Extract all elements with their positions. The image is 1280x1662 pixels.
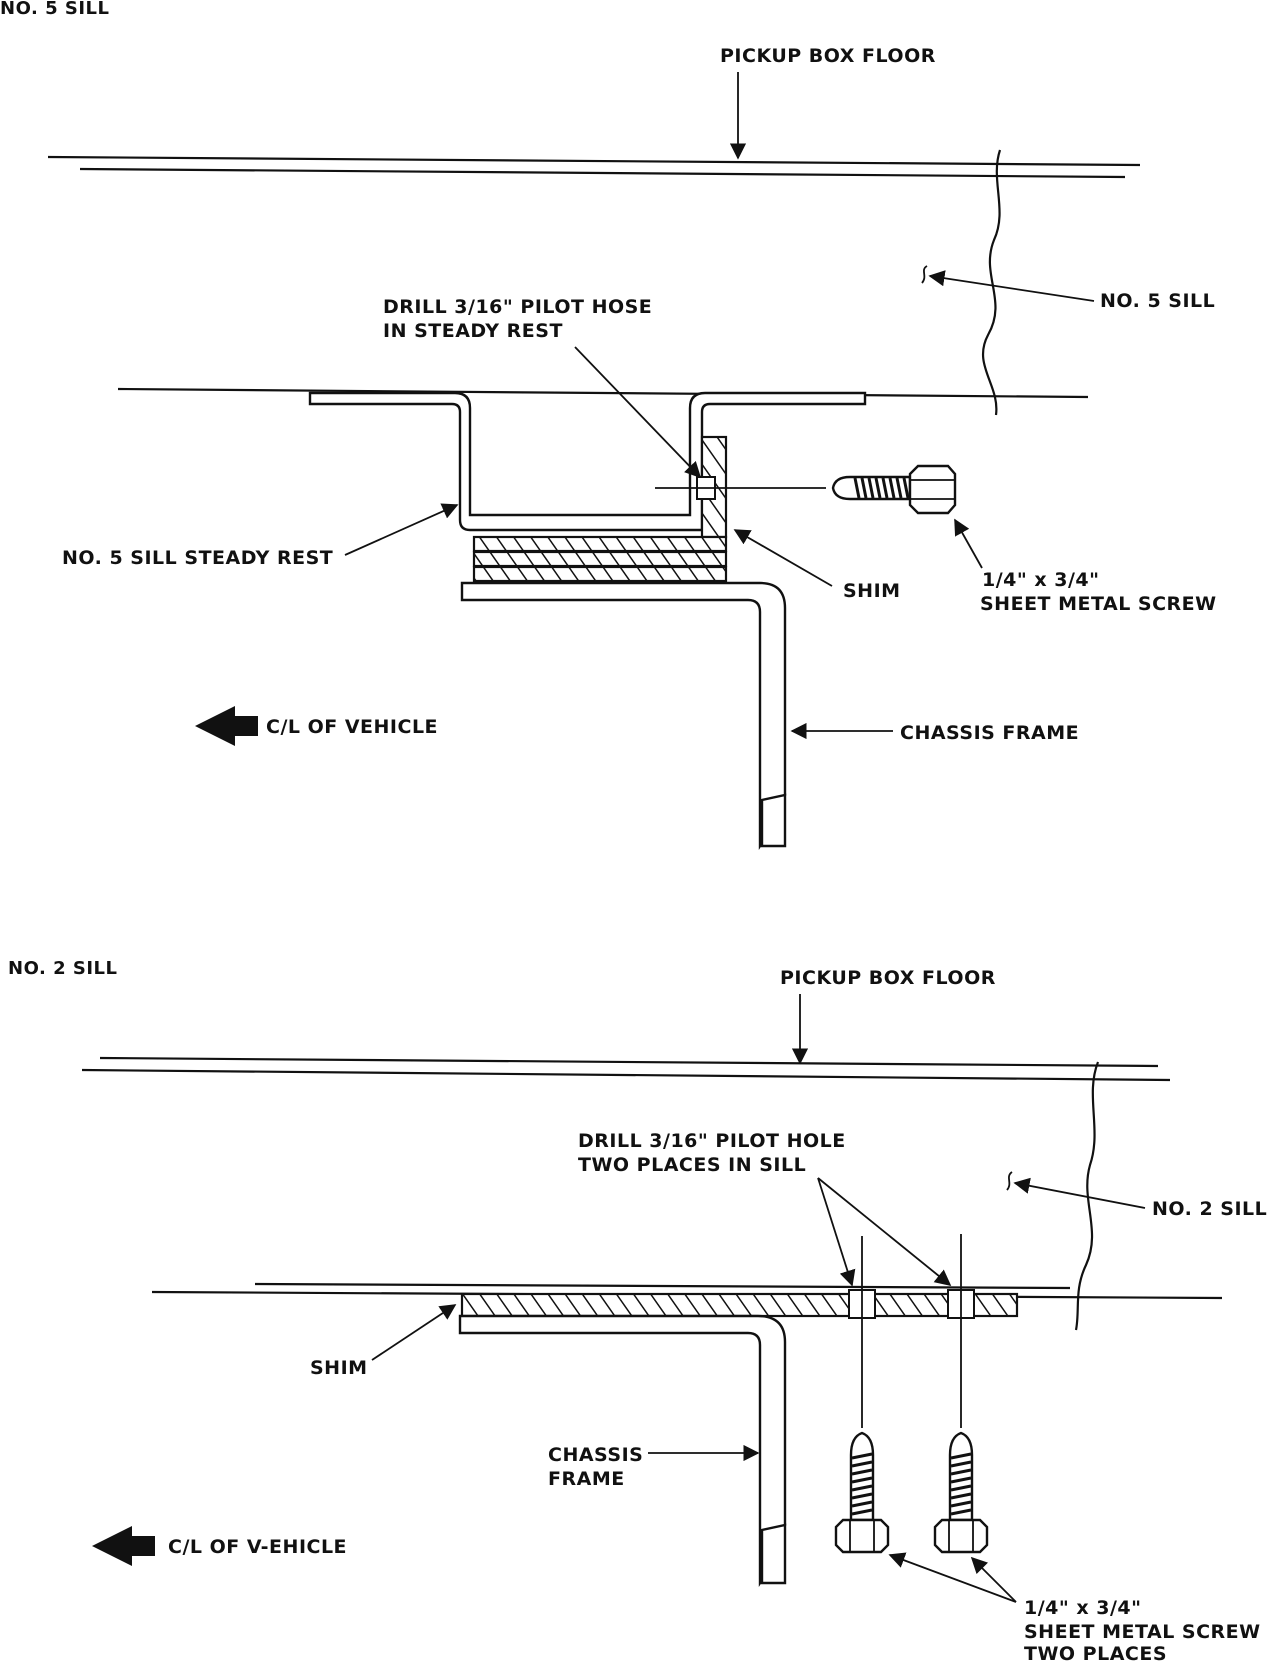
pickup-box-floor-top (47, 155, 1141, 179)
sill-break-line-bottom (1074, 1061, 1100, 1331)
leader-shim-bottom (371, 1304, 457, 1361)
sheet-metal-screw-top (831, 464, 957, 515)
chassis-frame-break-bottom (760, 1523, 787, 1585)
chassis-frame-break-top (760, 793, 787, 848)
shim-layer-2 (472, 550, 728, 568)
sill-bottom-line-top (117, 387, 1089, 399)
label-shim-bottom: SHIM (310, 1357, 368, 1379)
chassis-frame-top (460, 581, 787, 850)
centerline-arrow-icon-top (195, 706, 258, 746)
shim-layer-3 (472, 565, 728, 583)
label-chassis-bottom-1: CHASSIS (548, 1444, 643, 1466)
label-pickup-box-floor-top: PICKUP BOX FLOOR (720, 45, 936, 67)
sheet-metal-screw-bottom-1 (834, 1431, 890, 1554)
sill-bottom-line-bottom (254, 1282, 1071, 1290)
label-screw-bottom-3: TWO PLACES (1024, 1643, 1167, 1662)
sill-break-line-top (981, 149, 1002, 416)
leader-screw-top (954, 518, 983, 569)
shim-layer-1 (472, 535, 728, 553)
label-centerline-bottom: C/L OF V-EHICLE (168, 1536, 347, 1558)
sill-tick-mark-bottom (1006, 1171, 1013, 1191)
pickup-box-floor-bottom (81, 1056, 1171, 1082)
leader-no2-sill (1013, 1177, 1146, 1209)
label-screw-bottom-1: 1/4" x 3/4" (1024, 1597, 1142, 1619)
label-chassis-bottom-2: FRAME (548, 1468, 625, 1490)
diagram-no5-sill: NO. 5 SILL PICKUP BOX FLOOR NO. 5 SILL (0, 0, 1217, 850)
label-steady-rest: NO. 5 SILL STEADY REST (62, 547, 333, 569)
label-chassis-frame-top: CHASSIS FRAME (900, 722, 1079, 744)
diagram-no2-sill: NO. 2 SILL PICKUP BOX FLOOR (8, 958, 1267, 1662)
label-screw-top-1: 1/4" x 3/4" (982, 569, 1100, 591)
diagram-title-no2: NO. 2 SILL (8, 958, 117, 979)
label-centerline-top: C/L OF VEHICLE (266, 716, 438, 738)
label-screw-bottom-2: SHEET METAL SCREW (1024, 1621, 1261, 1643)
label-shim-top: SHIM (843, 580, 901, 602)
label-drill-bottom-2: TWO PLACES IN SILL (578, 1154, 806, 1176)
label-no5-sill: NO. 5 SILL (1100, 290, 1215, 312)
leader-drill-top (574, 346, 702, 479)
shim-strip-bottom (460, 1292, 1019, 1318)
leader-no5-sill (928, 270, 1095, 302)
leader-drill-bottom-1 (817, 1177, 856, 1287)
sheet-metal-screw-bottom-2 (933, 1431, 989, 1554)
label-drill-top-1: DRILL 3/16" PILOT HOSE (383, 296, 652, 318)
diagram-title-no5: NO. 5 SILL (0, 0, 109, 19)
leader-screw-bottom-1 (888, 1552, 1017, 1603)
leader-steady-rest (344, 503, 459, 556)
label-drill-bottom-1: DRILL 3/16" PILOT HOLE (578, 1130, 846, 1152)
label-no2-sill: NO. 2 SILL (1152, 1198, 1267, 1220)
leader-screw-bottom-2 (970, 1556, 1017, 1603)
leader-drill-bottom-2 (817, 1177, 952, 1287)
sill-tick-mark (921, 265, 928, 284)
leader-shim-top (733, 529, 833, 587)
label-drill-top-2: IN STEADY REST (383, 320, 563, 342)
centerline-arrow-icon-bottom (92, 1526, 155, 1566)
label-pickup-box-floor-bottom: PICKUP BOX FLOOR (780, 967, 996, 989)
steady-rest (308, 391, 867, 532)
label-screw-top-2: SHEET METAL SCREW (980, 593, 1217, 615)
